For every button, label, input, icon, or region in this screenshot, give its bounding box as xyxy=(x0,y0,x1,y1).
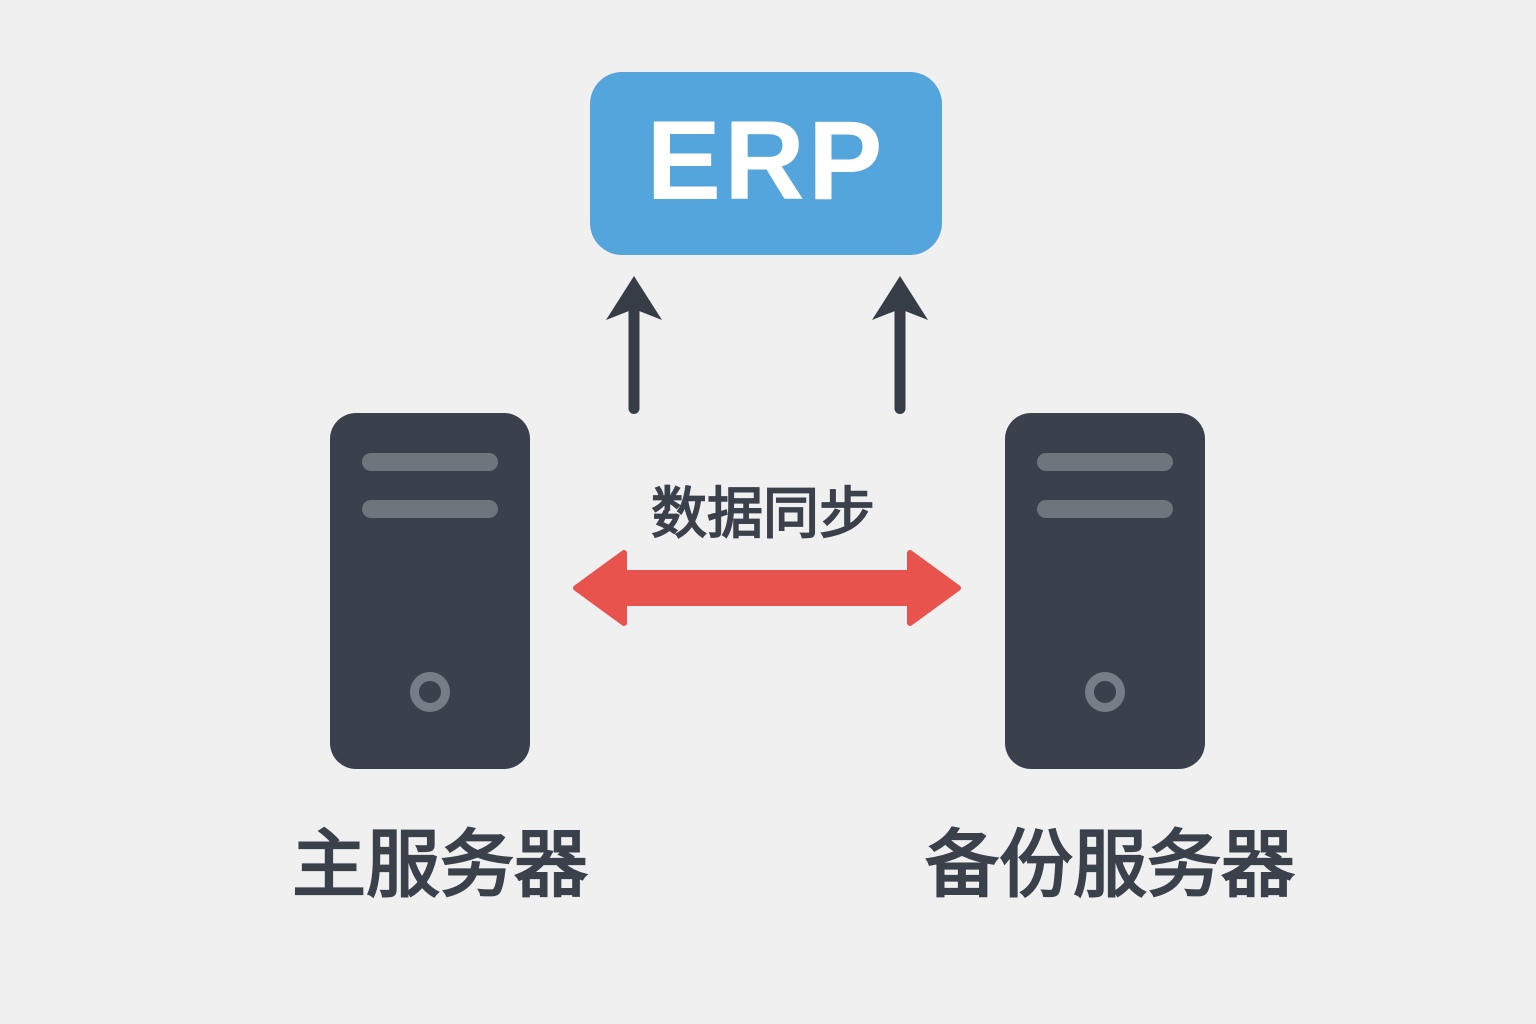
erp-label: ERP xyxy=(646,97,886,223)
vent-slot xyxy=(1037,500,1173,518)
up-arrow-icon xyxy=(606,276,662,414)
vent-slot xyxy=(1037,453,1173,471)
sync-label: 数据同步 xyxy=(651,482,875,545)
double-arrow-icon xyxy=(573,550,961,626)
server-tower-icon xyxy=(1005,413,1205,769)
vent-slot xyxy=(362,500,498,518)
vent-slot xyxy=(362,453,498,471)
erp-box: ERP xyxy=(590,72,942,255)
up-arrow-icon xyxy=(872,276,928,414)
backup-server-label: 备份服务器 xyxy=(925,823,1295,906)
power-button-icon xyxy=(1085,672,1125,712)
server-tower-icon xyxy=(330,413,530,769)
power-button-icon xyxy=(410,672,450,712)
primary-server-label: 主服务器 xyxy=(292,823,588,906)
